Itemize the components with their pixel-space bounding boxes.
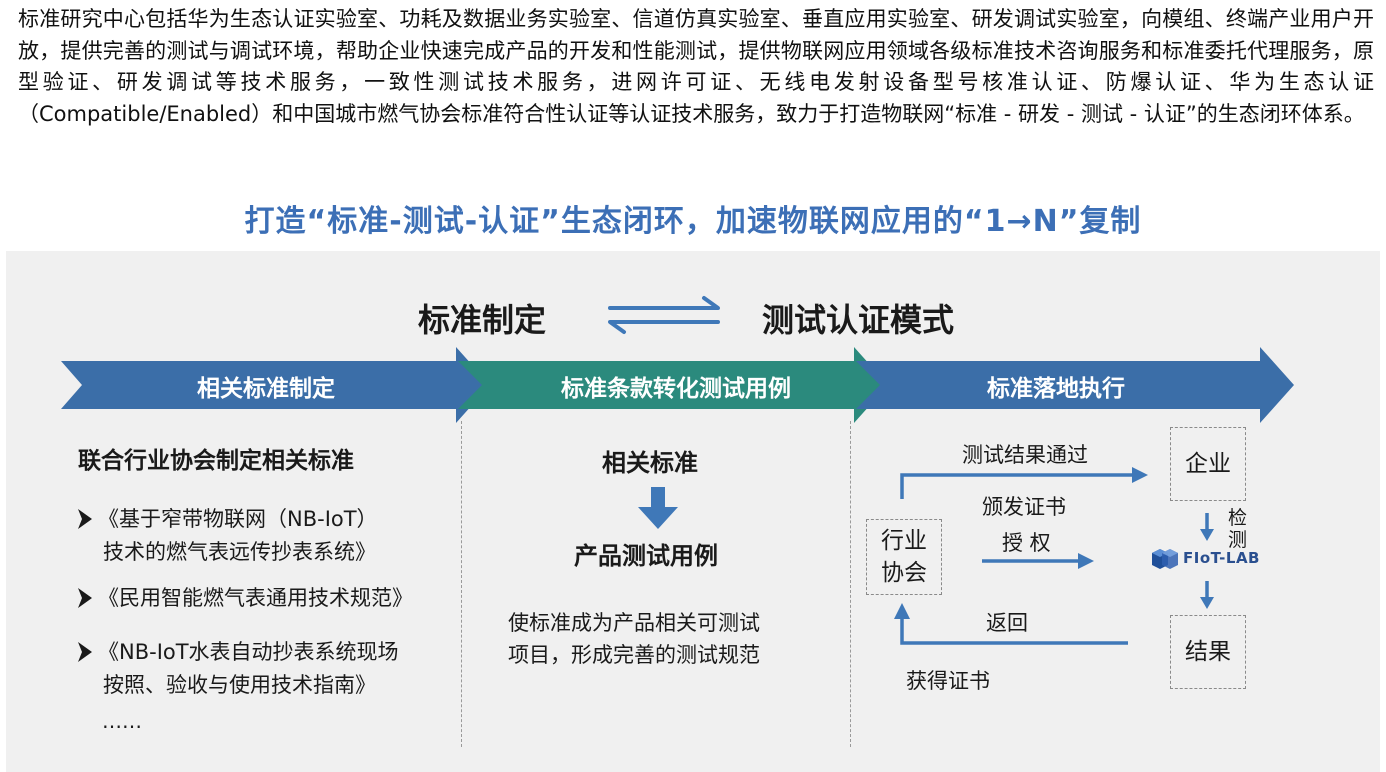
result-box: 结果 [1170, 615, 1246, 689]
flow-arrows [900, 473, 1209, 645]
column-divider-2 [850, 421, 851, 747]
col2-desc-line1: 使标准成为产品相关可测试 [508, 611, 760, 635]
down-arrow-icon [638, 487, 678, 529]
standard-item-1: 《基于窄带物联网（NB-IoT） 技术的燃气表远传抄表系统》 [98, 507, 378, 564]
process-diagram-panel: 标准制定 测试认证模式 相关标准制定 标准条款转化测试用例 标准落地执行 联合行… [6, 251, 1380, 772]
stage-label-3: 标准落地执行 [987, 376, 1125, 402]
bidirectional-arrow-icon [608, 296, 720, 334]
detect-label: 检 测 [1228, 507, 1248, 551]
authorize-label: 授 权 [1002, 531, 1051, 555]
column-divider-1 [461, 421, 462, 747]
col1-title: 联合行业协会制定相关标准 [78, 448, 354, 474]
diagram-shapes [61, 296, 1294, 662]
test-cert-mode-label: 测试认证模式 [762, 301, 955, 339]
obtain-cert-label: 获得证书 [906, 669, 990, 693]
issue-cert-label: 颁发证书 [982, 495, 1066, 519]
intro-paragraph: 标准研究中心包括华为生态认证实验室、功耗及数据业务实验室、信道仿真实验室、垂直应… [18, 7, 1374, 126]
col2-desc-line2: 项目，形成完善的测试规范 [508, 643, 760, 667]
standard-item-3: 《NB-IoT水表自动抄表系统现场 按照、验收与使用技术指南》 [98, 640, 399, 697]
logo-text: FIoT-LAB [1183, 549, 1260, 567]
list-ellipsis: …… [102, 709, 142, 733]
industry-association-box: 行业 协会 [866, 519, 942, 595]
stage-label-2: 标准条款转化测试用例 [561, 376, 791, 402]
fiot-lab-logo: FIoT-LAB [1150, 547, 1260, 569]
enterprise-box: 企业 [1170, 427, 1246, 501]
stage-arrow-1 [61, 347, 490, 423]
standard-making-label: 标准制定 [418, 301, 547, 339]
stage-label-1: 相关标准制定 [197, 376, 335, 402]
stage-arrow-2 [458, 347, 888, 423]
stage-arrow-3 [856, 347, 1294, 423]
headline: 打造“标准-测试-认证”生态闭环，加速物联网应用的“1→N”复制 [244, 204, 1142, 239]
bullet-arrow-icons [78, 509, 92, 662]
return-label: 返回 [986, 611, 1028, 635]
cube-icon [1152, 549, 1178, 569]
flow-arrowheads [894, 467, 1214, 619]
standard-item-2: 《民用智能燃气表通用技术规范》 [98, 586, 413, 610]
related-standard-label: 相关标准 [602, 449, 698, 477]
test-pass-label: 测试结果通过 [962, 443, 1088, 467]
product-test-case-label: 产品测试用例 [574, 542, 718, 570]
